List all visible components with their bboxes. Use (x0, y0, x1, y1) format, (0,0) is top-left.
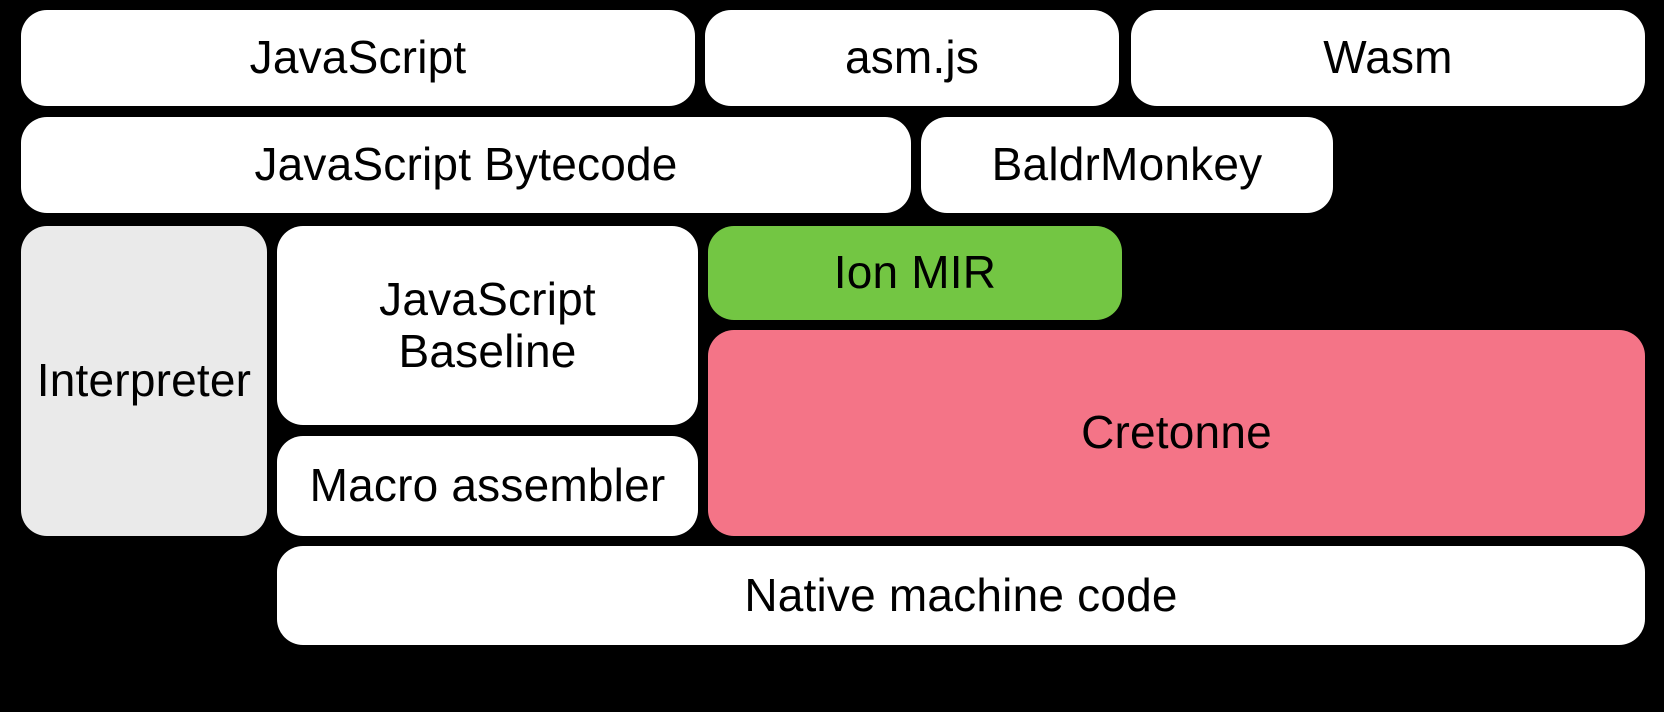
box-native-machine-code[interactable]: Native machine code (277, 546, 1645, 645)
box-macro-assembler[interactable]: Macro assembler (277, 436, 698, 536)
box-baldrmonkey[interactable]: BaldrMonkey (921, 117, 1333, 213)
box-ion-mir[interactable]: Ion MIR (708, 226, 1122, 320)
box-asm-js[interactable]: asm.js (705, 10, 1119, 106)
box-cretonne[interactable]: Cretonne (708, 330, 1645, 536)
box-javascript-bytecode[interactable]: JavaScript Bytecode (21, 117, 911, 213)
box-javascript-baseline[interactable]: JavaScript Baseline (277, 226, 698, 425)
box-wasm[interactable]: Wasm (1131, 10, 1645, 106)
box-javascript[interactable]: JavaScript (21, 10, 695, 106)
box-interpreter[interactable]: Interpreter (21, 226, 267, 536)
